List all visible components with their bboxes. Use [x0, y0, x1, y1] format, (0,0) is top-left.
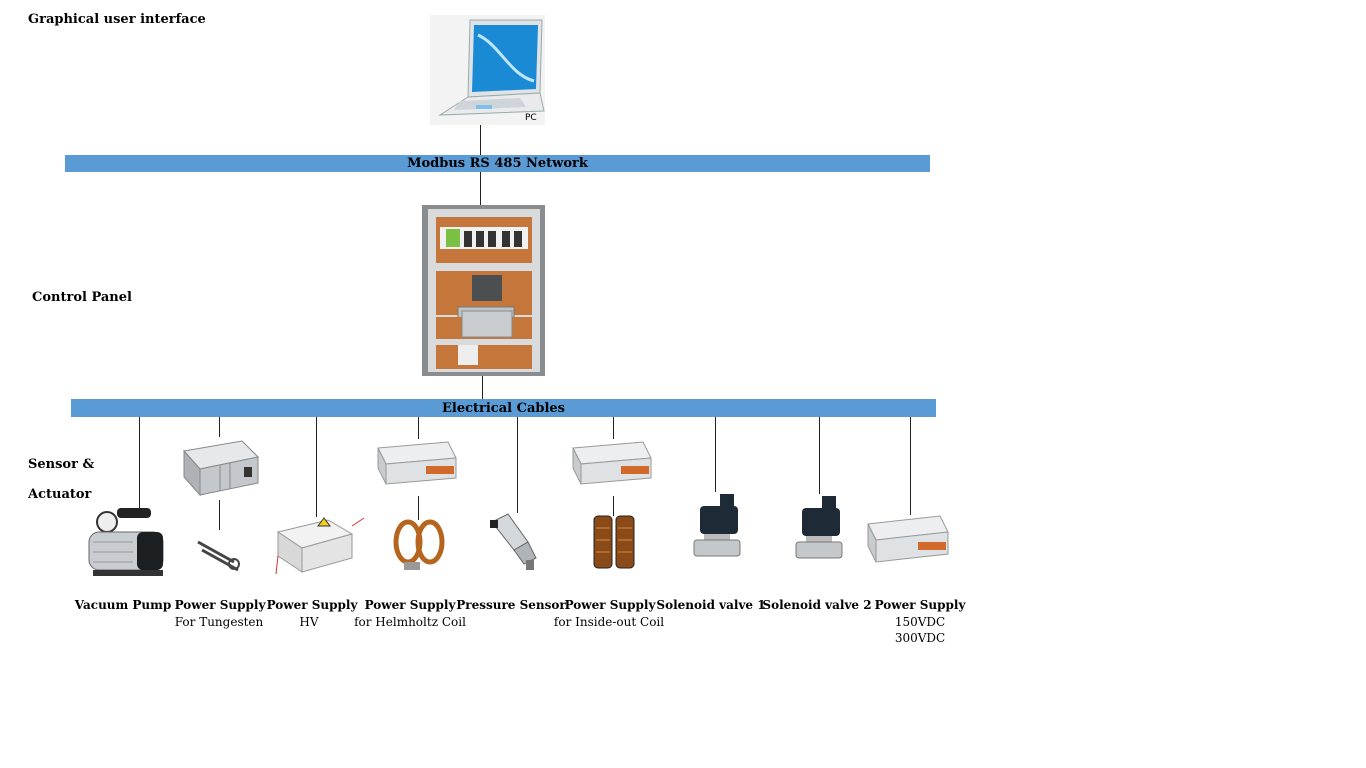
device-name-dc-supply: Power Supply [874, 598, 966, 612]
pressure-sensor-wire [517, 417, 518, 513]
solenoid-valve-1-wire [715, 417, 716, 492]
panel-lower-connector-line [482, 376, 483, 399]
pressure-sensor-icon [490, 513, 537, 570]
vacuum-pump-wire [139, 417, 140, 509]
insideout-supply-wire-upper [613, 417, 614, 439]
electrical-cables-bar: Electrical Cables [71, 399, 936, 417]
solenoid-valve-2-wire [819, 417, 820, 494]
device-name-solenoid-valve-1: Solenoid valve 1 [656, 598, 766, 612]
solenoid-valve-1-icon [693, 494, 741, 557]
tungsten-supply-wire-upper [219, 417, 220, 437]
helmholtz-coil-icon [393, 519, 445, 570]
device-sub-dc-supply-300: 300VDC [894, 631, 946, 645]
insideout-coil-icon [593, 515, 635, 569]
device-sub-tungsten-supply: For Tungesten [174, 615, 264, 629]
insideout-power-supply-icon [572, 441, 652, 485]
helmholtz-supply-wire-upper [418, 417, 419, 439]
hv-supply-wire [316, 417, 317, 517]
dc-supply-wire [910, 417, 911, 515]
helmholtz-power-supply-icon [377, 441, 457, 485]
insideout-supply-wire-lower [613, 496, 614, 516]
device-name-insideout-supply: Power Supply [564, 598, 656, 612]
device-name-tungsten-supply: Power Supply [174, 598, 266, 612]
pc-label: PC [525, 113, 537, 123]
electrical-cables-label: Electrical Cables [441, 400, 566, 416]
device-sub-helmholtz-supply: for Helmholtz Coil [354, 615, 466, 629]
modbus-network-bar: Modbus RS 485 Network [65, 155, 930, 172]
sensor-actuator-label-line2: Actuator [28, 487, 92, 502]
device-name-solenoid-valve-2: Solenoid valve 2 [762, 598, 872, 612]
device-name-helmholtz-supply: Power Supply [364, 598, 456, 612]
pc-connector-line [480, 125, 481, 155]
device-name-pressure-sensor: Pressure Sensor [456, 598, 566, 612]
tungsten-power-supply-icon [183, 440, 260, 497]
device-name-hv-supply: Power Supply [266, 598, 358, 612]
gui-label: Graphical user interface [28, 12, 206, 27]
device-sub-hv-supply: HV [299, 615, 319, 629]
laptop-icon [438, 19, 545, 116]
device-sub-dc-supply-150: 150VDC [894, 615, 946, 629]
tungsten-supply-wire-lower [219, 500, 220, 530]
control-cabinet-icon [428, 209, 540, 372]
tungsten-filament-icon [197, 540, 240, 572]
helmholtz-supply-wire-lower [418, 496, 419, 520]
modbus-network-label: Modbus RS 485 Network [407, 156, 588, 171]
device-sub-insideout-supply: for Inside-out Coil [553, 615, 665, 629]
sensor-actuator-label-line1: Sensor & [28, 457, 95, 472]
pc-laptop-image: PC [430, 15, 545, 125]
device-name-vacuum-pump: Vacuum Pump [74, 598, 172, 612]
vacuum-pump-icon [88, 508, 164, 576]
hv-power-supply-icon [275, 517, 365, 575]
panel-upper-connector-line [480, 172, 481, 205]
dc-power-supply-icon [867, 515, 949, 563]
control-panel-label: Control Panel [32, 290, 132, 305]
control-panel-image [422, 205, 545, 376]
solenoid-valve-2-icon [795, 496, 843, 559]
